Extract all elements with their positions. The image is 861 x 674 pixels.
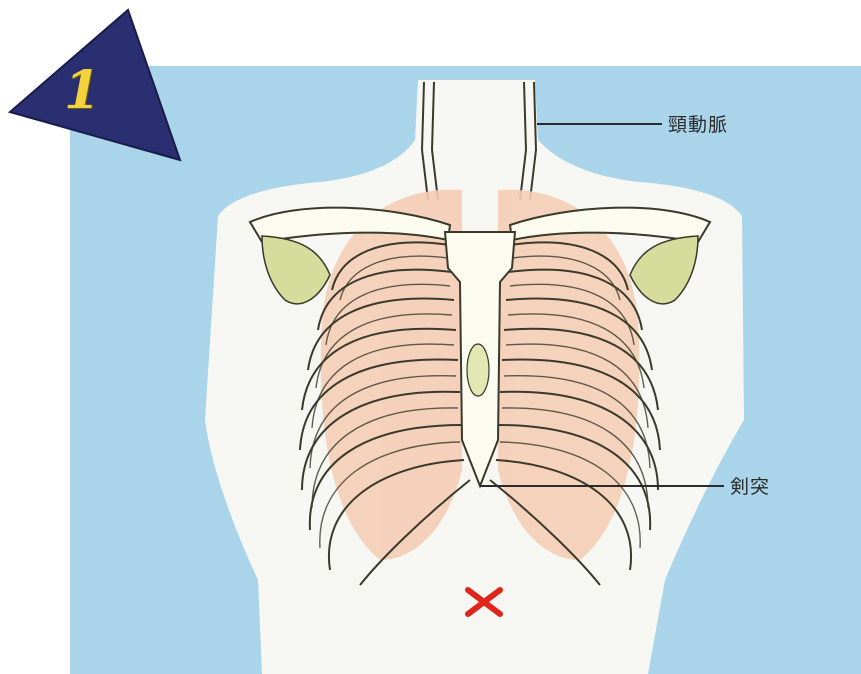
sternum-body-shade	[467, 344, 489, 396]
step-number: 1	[64, 60, 100, 121]
carotid-artery-label: 頸動脈	[668, 110, 728, 137]
xiphoid-process-label: 剣突	[730, 472, 770, 499]
